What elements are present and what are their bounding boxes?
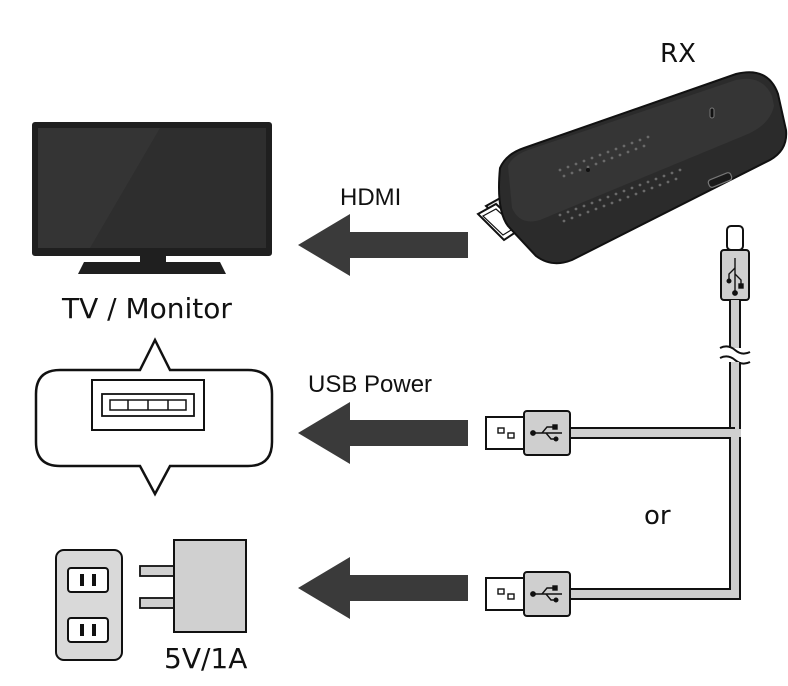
tv-screen-sheen	[38, 128, 160, 248]
usb-trident-icon	[530, 424, 562, 442]
usb-trident-icon	[726, 258, 744, 296]
outlet-socket-top	[67, 567, 109, 593]
outlet-slot-2	[92, 574, 96, 586]
adapter-prong-top	[139, 565, 177, 577]
hdmi-label: HDMI	[340, 184, 401, 211]
tv-monitor	[32, 122, 272, 274]
usb-a-plug-lower	[485, 571, 571, 617]
tv-neck	[140, 256, 166, 262]
usb-port-callout	[34, 337, 274, 497]
hdmi-arrow	[298, 214, 468, 276]
usb-power-arrow	[298, 402, 468, 464]
micro-usb-port	[707, 172, 733, 188]
cable	[570, 300, 751, 600]
or-label: or	[644, 501, 671, 531]
tv-stand	[78, 262, 226, 274]
usb-trident-icon	[530, 585, 562, 603]
rx-label: RX	[660, 39, 696, 69]
adapter-prong-bottom	[139, 597, 177, 609]
adapter-rating-label: 5V/1A	[164, 642, 247, 675]
wall-outlet	[55, 549, 123, 661]
pairing-button	[709, 107, 715, 119]
adapter-body	[173, 539, 247, 633]
usb-a-plug-upper	[485, 410, 571, 456]
usb-a-metal-lower	[485, 577, 525, 611]
dongle-top-face	[508, 78, 774, 222]
tv-monitor-label: TV / Monitor	[61, 292, 232, 325]
outlet-socket-bottom	[67, 617, 109, 643]
micro-usb-connector	[720, 225, 750, 301]
outlet-plate	[55, 549, 123, 661]
usb-power-label: USB Power	[308, 371, 432, 398]
vent-dots	[558, 135, 682, 223]
usb-a-metal-upper	[485, 416, 525, 450]
outlet-slot-4	[92, 624, 96, 636]
outlet-slot-3	[80, 624, 84, 636]
adapter-arrow	[298, 557, 468, 619]
power-adapter	[139, 539, 247, 633]
rx-dongle	[476, 71, 788, 265]
outlet-slot-1	[80, 574, 84, 586]
status-led	[586, 168, 590, 172]
micro-usb-tip	[726, 225, 744, 251]
